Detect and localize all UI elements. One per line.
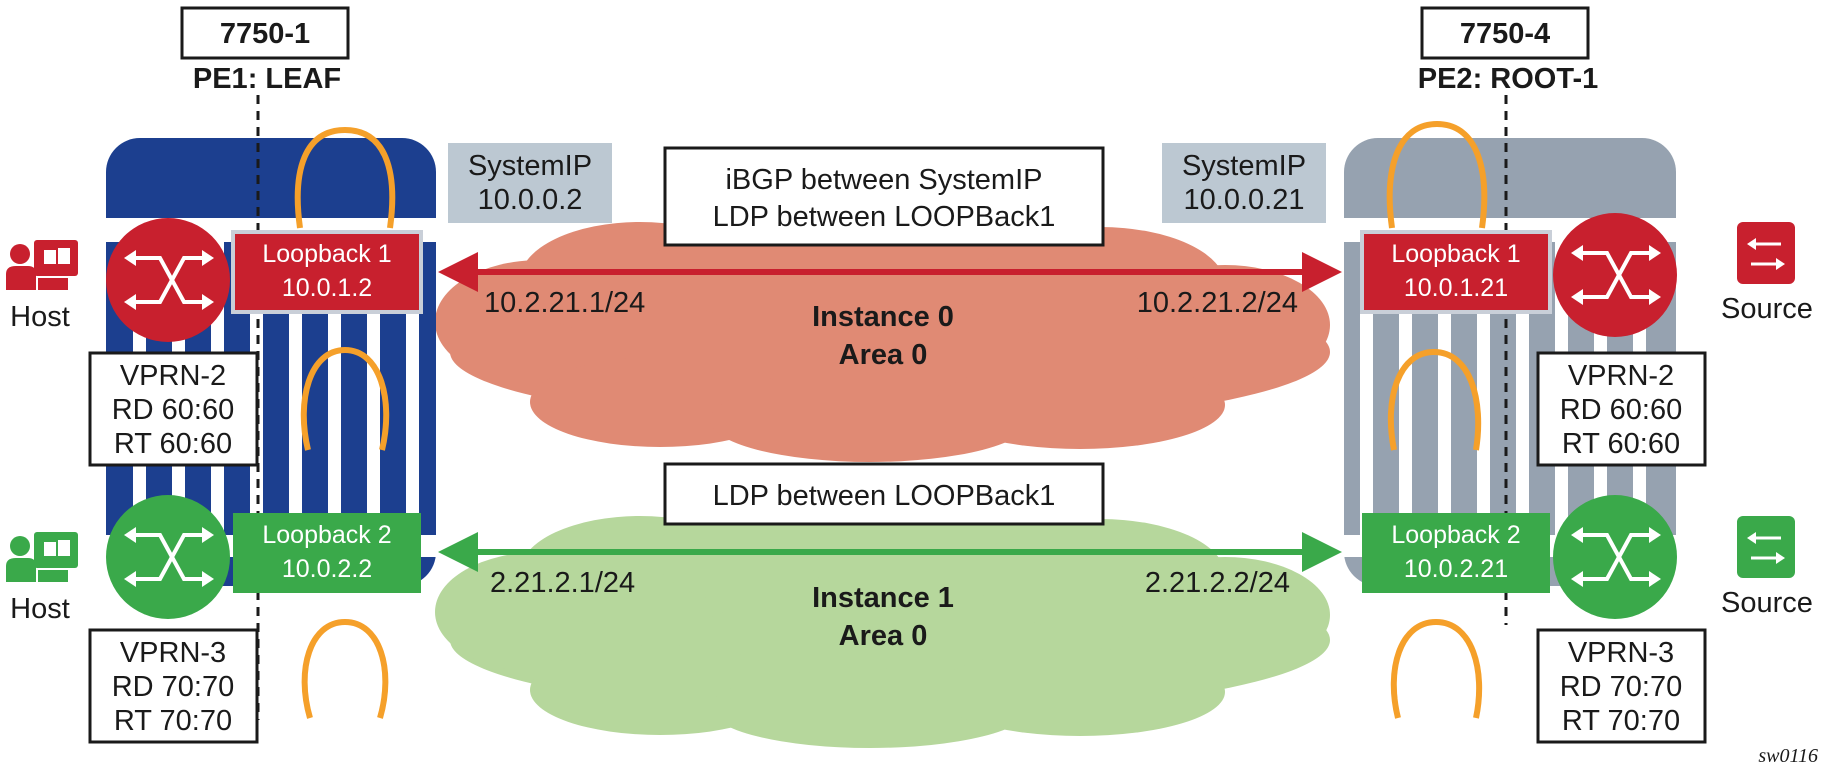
left-node-name: 7750-1: [220, 18, 310, 50]
left-loopback-2-label: Loopback 2: [262, 521, 391, 549]
top-link-note-line1: iBGP between SystemIP: [725, 164, 1042, 196]
bottom-link-right-ip: 2.21.2.2/24: [1145, 567, 1290, 599]
right-system-ip: 10.0.0.21: [1184, 184, 1305, 216]
source-icon: [1737, 516, 1795, 578]
left-vprn-3-rt: RT 70:70: [114, 705, 232, 737]
right-node-name: 7750-4: [1460, 18, 1550, 50]
top-host-label: Host: [10, 301, 70, 333]
left-loopback-1-label: Loopback 1: [262, 240, 391, 268]
left-vprn-2-box: VPRN-2 RD 60:60 RT 60:60: [88, 351, 259, 467]
left-node-header: 7750-1 PE1: LEAF: [180, 6, 350, 95]
left-loopback-2-box: Loopback 2 10.0.2.2: [233, 513, 421, 593]
bottom-link-note-line1: LDP between LOOPBack1: [713, 480, 1056, 512]
bottom-host-label: Host: [10, 593, 70, 625]
right-loopback-1-box: Loopback 1 10.0.1.21: [1360, 230, 1552, 314]
instance-0-area: Area 0: [839, 339, 928, 371]
router-icon: [1553, 495, 1677, 619]
top-link-arrow: [438, 252, 1342, 292]
bottom-source-label: Source: [1721, 587, 1813, 619]
bottom-link-left-ip: 2.21.2.1/24: [490, 567, 635, 599]
top-link-left-ip: 10.2.21.1/24: [484, 287, 645, 319]
host-icon: [6, 532, 78, 582]
left-system-ip-label: SystemIP: [468, 150, 592, 182]
top-link-note-line2: LDP between LOOPBack1: [713, 201, 1056, 233]
top-link-note: iBGP between SystemIP LDP between LOOPBa…: [663, 146, 1105, 247]
right-system-ip-box: SystemIP 10.0.0.21: [1162, 143, 1326, 223]
figure-id: sw0116: [1758, 745, 1818, 767]
instance-1-label: Instance 1: [812, 582, 954, 614]
left-vprn-3-name: VPRN-3: [120, 637, 226, 669]
source-icon: [1737, 222, 1795, 284]
right-vprn-3-rt: RT 70:70: [1562, 705, 1680, 737]
left-loopback-1-ip: 10.0.1.2: [282, 274, 372, 302]
bottom-link-note: LDP between LOOPBack1: [663, 462, 1105, 526]
left-vprn-3-box: VPRN-3 RD 70:70 RT 70:70: [88, 628, 259, 744]
top-link-right-ip: 10.2.21.2/24: [1137, 287, 1298, 319]
right-loopback-1-label: Loopback 1: [1391, 240, 1520, 268]
left-vprn-2-rt: RT 60:60: [114, 428, 232, 460]
instance-1-area: Area 0: [839, 620, 928, 652]
right-vprn-2-rd: RD 60:60: [1560, 394, 1683, 426]
router-icon: [106, 218, 230, 342]
left-vprn-2-name: VPRN-2: [120, 360, 226, 392]
right-node-header: 7750-4 PE2: ROOT-1: [1418, 6, 1599, 95]
router-icon: [106, 495, 230, 619]
right-loopback-2-box: Loopback 2 10.0.2.21: [1362, 513, 1550, 593]
right-vprn-2-box: VPRN-2 RD 60:60 RT 60:60: [1536, 351, 1707, 467]
right-vprn-3-rd: RD 70:70: [1560, 671, 1683, 703]
instance-0-label: Instance 0: [812, 301, 954, 333]
right-vprn-2-rt: RT 60:60: [1562, 428, 1680, 460]
right-vprn-3-name: VPRN-3: [1568, 637, 1674, 669]
right-loopback-2-label: Loopback 2: [1391, 521, 1520, 549]
right-vprn-3-box: VPRN-3 RD 70:70 RT 70:70: [1536, 628, 1707, 744]
left-system-ip: 10.0.0.2: [478, 184, 583, 216]
right-node-role: PE2: ROOT-1: [1418, 63, 1599, 95]
left-node-role: PE1: LEAF: [193, 63, 341, 95]
right-loopback-1-ip: 10.0.1.21: [1404, 274, 1508, 302]
top-source-label: Source: [1721, 293, 1813, 325]
loopback-rings: [294, 120, 1488, 719]
right-loopback-2-ip: 10.0.2.21: [1404, 555, 1508, 583]
left-vprn-3-rd: RD 70:70: [112, 671, 235, 703]
bottom-link-arrow: [438, 532, 1342, 572]
host-icon: [6, 240, 78, 290]
left-system-ip-box: SystemIP 10.0.0.2: [448, 143, 612, 223]
right-system-ip-label: SystemIP: [1182, 150, 1306, 182]
router-icon: [1553, 213, 1677, 337]
left-loopback-2-ip: 10.0.2.2: [282, 555, 372, 583]
left-loopback-1-box: Loopback 1 10.0.1.2: [231, 230, 423, 314]
right-vprn-2-name: VPRN-2: [1568, 360, 1674, 392]
left-vprn-2-rd: RD 60:60: [112, 394, 235, 426]
